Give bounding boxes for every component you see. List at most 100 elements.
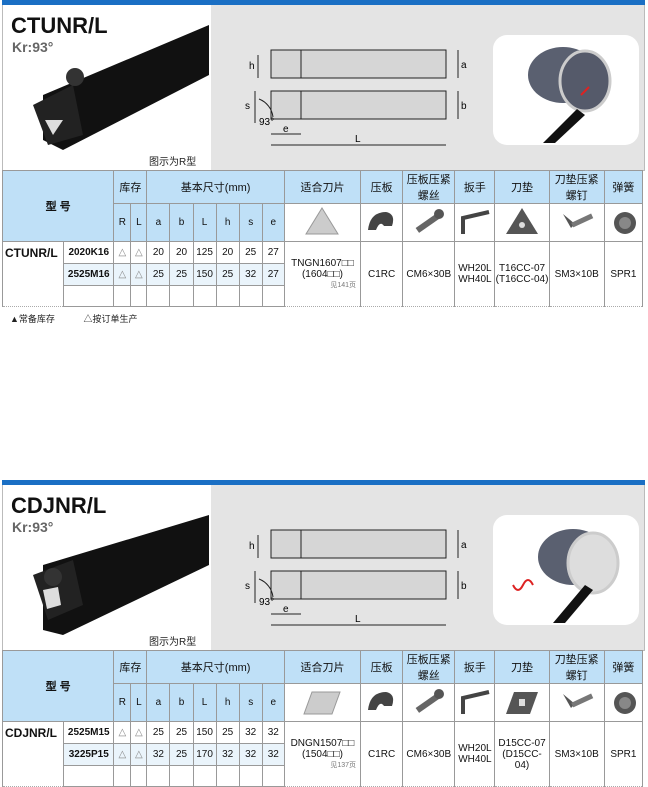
model-code: 2525M16 — [67, 269, 110, 280]
insert-code: TNGN1607□□ — [291, 258, 354, 269]
dim-h: h — [249, 61, 255, 72]
header-clamp: 压板 — [370, 182, 393, 194]
model-name: CDJNR/L — [5, 726, 58, 740]
spring-icon — [613, 212, 636, 234]
cell-b: 25 — [175, 269, 188, 280]
shim-icon — [506, 692, 539, 714]
model-code: 2525M15 — [67, 727, 110, 738]
subheader: L — [201, 217, 208, 228]
shim-screw-icon — [562, 693, 593, 708]
wrench-code-alt: WH40L — [458, 274, 492, 285]
header-shim: 刀垫 — [511, 182, 534, 194]
cell-len: 125 — [196, 247, 213, 258]
model-code: 2020K16 — [68, 247, 110, 258]
tool-holder-image — [33, 515, 209, 635]
subheader: s — [248, 697, 254, 708]
header-clamp-screw: 压板压紧螺丝 — [406, 654, 451, 682]
product-title: CDJNR/L — [11, 493, 107, 518]
legend: ▲常备库存 △按订单生产 — [10, 312, 163, 325]
insert-alt-code: (1604□□) — [301, 269, 343, 280]
subheader: e — [270, 217, 277, 228]
product-panel: CTUNR/L Kr:93° 图示为R型 h a s b — [2, 5, 645, 171]
subheader: R — [118, 697, 126, 708]
dim-a: a — [461, 540, 467, 551]
spec-table: 型 号 库存 基本尺寸(mm) 适合刀片 压板 压板压紧螺丝 扳手 刀垫 刀垫压… — [1, 170, 644, 307]
header-shim-screw: 刀垫压紧螺钉 — [554, 174, 599, 202]
section-top-bar — [2, 480, 645, 485]
dim-s: s — [245, 581, 250, 592]
wrench-icon — [461, 210, 490, 234]
table-row-empty — [3, 285, 643, 307]
header-clamp-screw: 压板压紧螺丝 — [406, 174, 451, 202]
legend-stock: ▲常备库存 — [10, 314, 55, 324]
section-top-bar — [2, 0, 645, 5]
subheader: e — [270, 697, 277, 708]
cell-h: 25 — [222, 269, 234, 280]
subheader: h — [224, 697, 231, 708]
dim-L: L — [355, 614, 361, 625]
shim-screw-icon — [562, 213, 593, 228]
cell-L: △ — [135, 749, 143, 760]
wrench-code: WH20L — [458, 263, 492, 274]
header-insert: 适合刀片 — [300, 182, 345, 194]
header-dims: 基本尺寸(mm) — [180, 182, 251, 194]
header-clamp: 压板 — [370, 662, 393, 674]
insert-code: DNGN1507□□ — [290, 738, 355, 749]
wrench-code: WH20L — [458, 743, 492, 754]
clamp-screw-code: CM6×30B — [406, 268, 452, 280]
clamp-icon — [367, 212, 393, 230]
shim-code: D15CC-07 — [498, 737, 546, 749]
header-model: 型 号 — [45, 681, 71, 693]
spring-icon — [613, 692, 636, 714]
clamp-icon — [367, 692, 393, 710]
cell-R: △ — [118, 749, 127, 760]
insert-icon — [303, 691, 342, 715]
cell-s: 32 — [245, 749, 257, 760]
dim-b: b — [461, 101, 467, 112]
workpiece-photo — [493, 515, 639, 625]
clamp-screw-code: CM6×30B — [406, 748, 452, 760]
cell-a: 25 — [152, 727, 164, 738]
cell-e: 32 — [267, 749, 279, 760]
dim-b: b — [461, 581, 467, 592]
cell-e: 32 — [267, 727, 279, 738]
wrench-icon — [461, 690, 490, 714]
dim-angle: 93° — [259, 597, 274, 608]
header-wrench: 扳手 — [463, 182, 486, 194]
cell-len: 150 — [196, 727, 213, 738]
approach-angle: Kr:93° — [12, 39, 54, 55]
subheader: L — [136, 697, 142, 708]
subheader: b — [178, 217, 185, 228]
cell-L: △ — [135, 247, 143, 258]
dimension-diagram: h a s b 93° e L — [245, 49, 467, 146]
image-caption: 图示为R型 — [149, 637, 197, 648]
dim-e: e — [283, 604, 289, 615]
shim-code-alt: (D15CC-04) — [502, 748, 542, 771]
cell-s: 32 — [245, 727, 257, 738]
shim-icon — [506, 208, 539, 234]
subheader: a — [155, 217, 162, 228]
cell-e: 27 — [267, 269, 279, 280]
cell-a: 32 — [152, 749, 164, 760]
workpiece-photo — [493, 35, 639, 145]
tool-holder-image — [33, 25, 209, 150]
product-title: CTUNR/L — [11, 13, 108, 38]
cell-s: 25 — [245, 247, 257, 258]
dim-L: L — [355, 134, 361, 145]
cell-s: 32 — [245, 269, 257, 280]
header-stock: 库存 — [119, 182, 142, 194]
cell-a: 20 — [152, 247, 164, 258]
shim-code-alt: (T16CC-04) — [495, 274, 549, 285]
cell-h: 20 — [222, 247, 234, 258]
subheader: L — [136, 217, 142, 228]
approach-angle: Kr:93° — [12, 519, 54, 535]
screw-icon — [415, 689, 444, 713]
insert-page-ref: 见137页 — [330, 762, 357, 769]
cell-R: △ — [118, 727, 127, 738]
table-row-empty — [3, 765, 643, 787]
model-name: CTUNR/L — [5, 246, 58, 260]
cell-len: 150 — [196, 269, 213, 280]
clamp-code: C1RC — [368, 748, 396, 760]
subheader: L — [201, 697, 208, 708]
